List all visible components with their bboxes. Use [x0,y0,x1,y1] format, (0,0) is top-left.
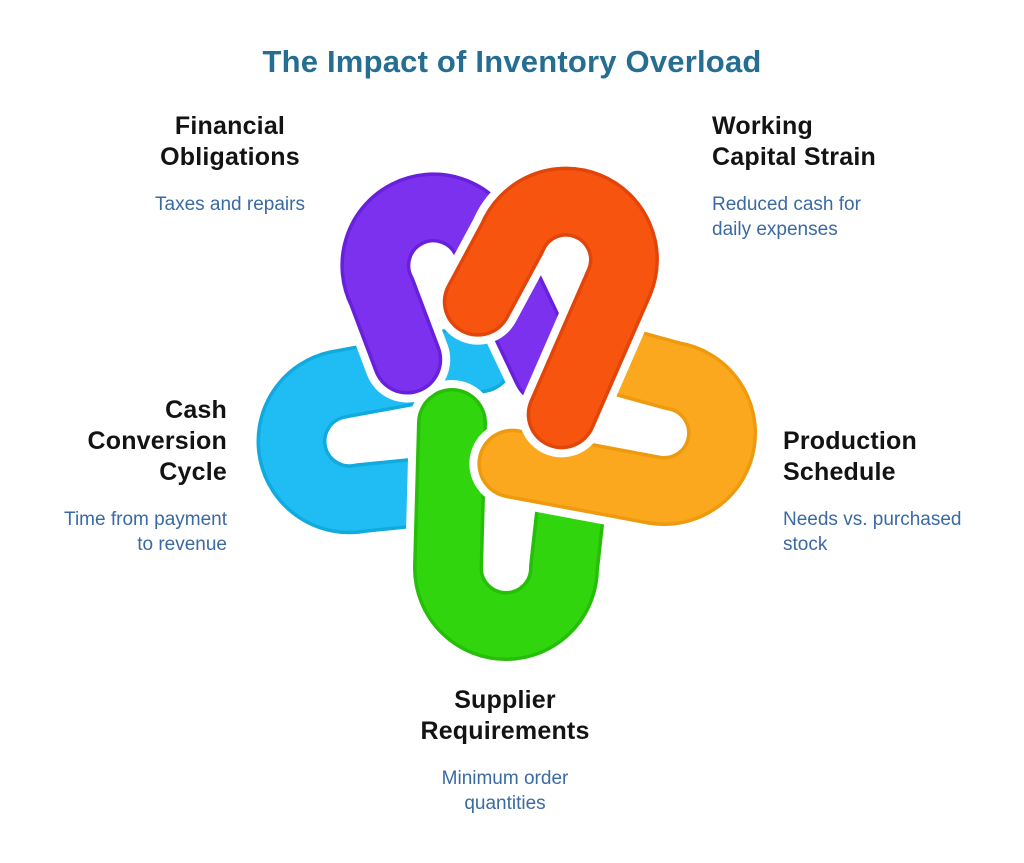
label-production-schedule: Production Schedule Needs vs. purchased … [783,426,1024,557]
desc-working-capital-strain: Reduced cash for daily expenses [712,194,861,240]
label-working-capital-strain: Working Capital Strain Reduced cash for … [712,111,1002,242]
heading-working-capital-strain: Working Capital Strain [712,112,876,171]
label-supplier-requirements: Supplier Requirements Minimum order quan… [350,685,660,816]
page-title: The Impact of Inventory Overload [262,44,762,79]
label-financial-obligations: Financial Obligations Taxes and repairs [70,111,390,218]
desc-supplier-requirements: Minimum order quantities [441,768,569,814]
heading-cash-conversion-cycle: Cash Conversion Cycle [87,396,227,486]
heading-production-schedule: Production Schedule [783,427,917,486]
heading-supplier-requirements: Supplier Requirements [420,686,590,745]
desc-financial-obligations: Taxes and repairs [155,194,305,215]
heading-financial-obligations: Financial Obligations [160,112,300,171]
desc-production-schedule: Needs vs. purchased stock [783,509,962,555]
desc-cash-conversion-cycle: Time from payment to revenue [64,509,227,555]
label-cash-conversion-cycle: Cash Conversion Cycle Time from payment … [0,395,227,557]
